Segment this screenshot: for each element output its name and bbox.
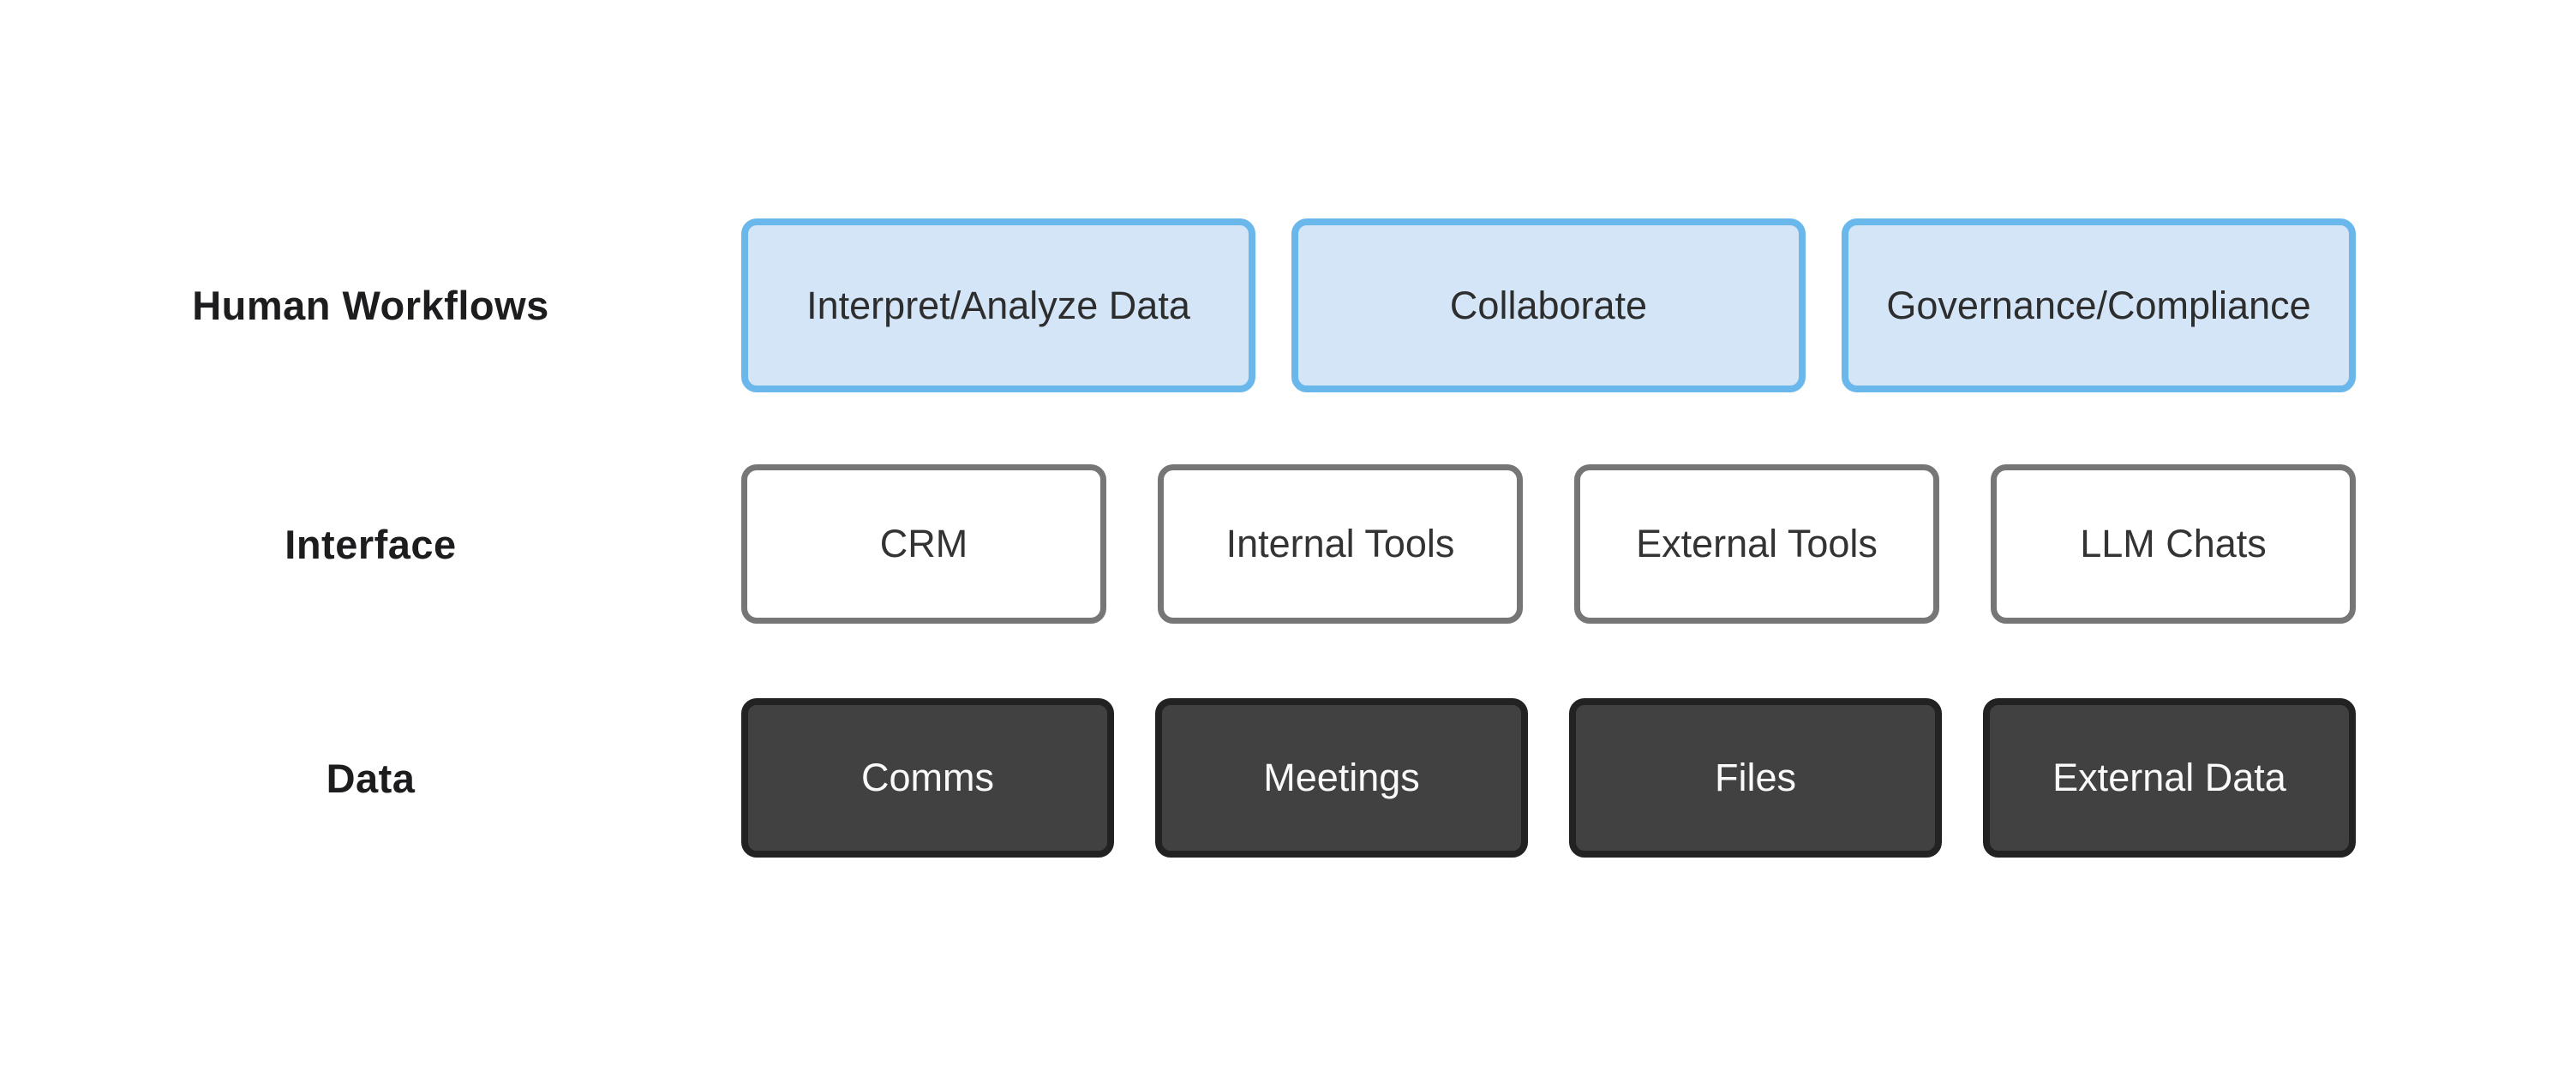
interface-boxes: CRM Internal Tools External Tools LLM Ch…	[741, 464, 2356, 624]
box-llm-chats: LLM Chats	[1991, 464, 2356, 624]
row-data: Data Comms Meetings Files External Data	[0, 698, 2576, 858]
row-label-data: Data	[326, 755, 416, 801]
row-human-workflows: Human Workflows Interpret/Analyze Data C…	[0, 218, 2576, 392]
box-internal-tools: Internal Tools	[1158, 464, 1523, 624]
row-label-human-workflows: Human Workflows	[192, 283, 549, 328]
box-collaborate: Collaborate	[1291, 218, 1806, 392]
box-interpret-analyze-data: Interpret/Analyze Data	[741, 218, 1255, 392]
row-interface: Interface CRM Internal Tools External To…	[0, 464, 2576, 624]
box-crm: CRM	[741, 464, 1106, 624]
box-files: Files	[1569, 698, 1942, 858]
box-meetings: Meetings	[1155, 698, 1528, 858]
box-external-tools: External Tools	[1574, 464, 1939, 624]
box-external-data: External Data	[1983, 698, 2356, 858]
box-governance-compliance: Governance/Compliance	[1842, 218, 2356, 392]
box-comms: Comms	[741, 698, 1114, 858]
human-workflows-boxes: Interpret/Analyze Data Collaborate Gover…	[741, 218, 2356, 392]
data-boxes: Comms Meetings Files External Data	[741, 698, 2356, 858]
row-label-interface: Interface	[285, 521, 457, 567]
